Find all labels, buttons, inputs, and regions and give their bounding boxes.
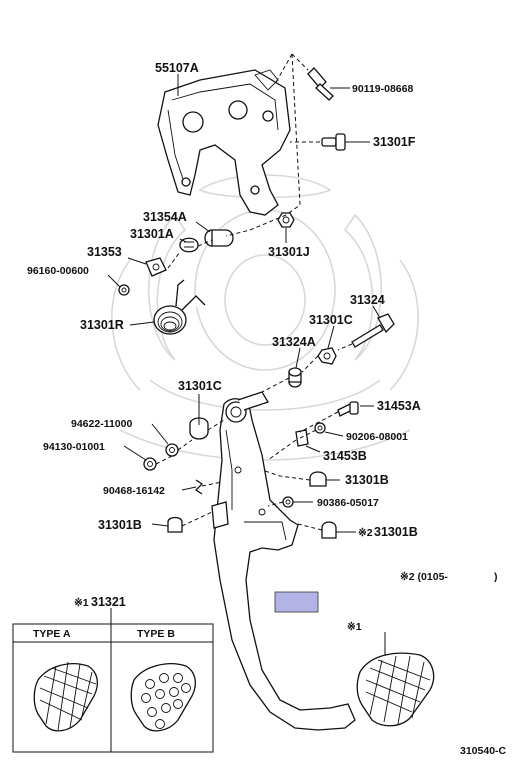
label-31301r: 31301R <box>80 318 124 332</box>
label-90468: 90468-16142 <box>103 485 165 497</box>
watermark-emblem <box>111 174 419 461</box>
dashed-assembly-lines <box>155 53 353 531</box>
label-31301c-mid: 31301C <box>178 379 222 393</box>
nut-31301c-top <box>317 347 337 365</box>
leader-lines <box>107 74 381 533</box>
plate-31353 <box>145 257 167 277</box>
bolt-31453a <box>337 401 359 417</box>
washer-96160 <box>118 284 130 296</box>
label-31301a: 31301A <box>130 227 174 241</box>
label-94622: 94622-11000 <box>71 418 132 430</box>
bolt-31324 <box>351 313 395 348</box>
label-90386: 90386-05017 <box>317 497 379 509</box>
label-31453b: 31453B <box>323 449 367 463</box>
label-90206: 90206-08001 <box>346 431 408 443</box>
label-90119: 90119-08668 <box>352 83 413 95</box>
washer-94622 <box>165 443 179 457</box>
label-31324: 31324 <box>350 293 385 307</box>
clip-31301f <box>321 133 346 151</box>
bracket-55107a <box>157 69 291 216</box>
pedal-pad-type-a <box>33 661 99 732</box>
part-labels: 55107A 90119-08668 31301F 31354A 31301A … <box>27 61 507 757</box>
highlight-box <box>274 591 319 613</box>
pedal-pad-right <box>356 632 435 727</box>
label-31301b-r1: 31301B <box>345 473 389 487</box>
note-mark-1-pad: ※1 <box>74 597 89 609</box>
note-mark-1: ※1 <box>347 621 362 633</box>
pin-90468 <box>194 479 204 495</box>
cushion-31301b-r2 <box>321 521 337 539</box>
label-31301b-r2: 31301B <box>374 525 418 539</box>
label-94130: 94130-01001 <box>43 441 105 453</box>
type-box <box>12 608 214 753</box>
pedal-arm <box>211 391 356 731</box>
label-31301j: 31301J <box>268 245 310 259</box>
label-31453a: 31453A <box>377 399 421 413</box>
note-mark-2: ※2 <box>358 527 373 539</box>
clip-90386 <box>282 496 294 508</box>
spring-31301r <box>153 279 206 335</box>
clip-90206 <box>314 422 326 434</box>
type-a-header: TYPE A <box>33 628 71 640</box>
label-31353: 31353 <box>87 245 122 259</box>
label-31324a: 31324A <box>272 335 316 349</box>
nut-31301j <box>277 212 295 228</box>
label-31301c-top: 31301C <box>309 313 353 327</box>
label-31301b-left: 31301B <box>98 518 142 532</box>
cushion-31453b <box>295 429 309 447</box>
collar-31324a <box>288 367 302 388</box>
pedal-pad-type-b <box>130 663 197 732</box>
label-55107a: 55107A <box>155 61 199 75</box>
label-31354a: 31354A <box>143 210 187 224</box>
label-31321: 31321 <box>91 595 126 609</box>
label-96160: 96160-00600 <box>27 265 89 277</box>
cushion-31301b-r1 <box>309 471 327 487</box>
note-2-close: ) <box>494 571 498 583</box>
bushing-31354a <box>204 229 234 247</box>
cushion-31301b-left <box>167 516 183 533</box>
type-b-header: TYPE B <box>137 628 175 640</box>
label-31301f: 31301F <box>373 135 416 149</box>
diagram-code: 310540-C <box>460 745 507 757</box>
bolt-90119 <box>307 67 334 101</box>
note-2: ※2 (0105- <box>400 571 448 583</box>
